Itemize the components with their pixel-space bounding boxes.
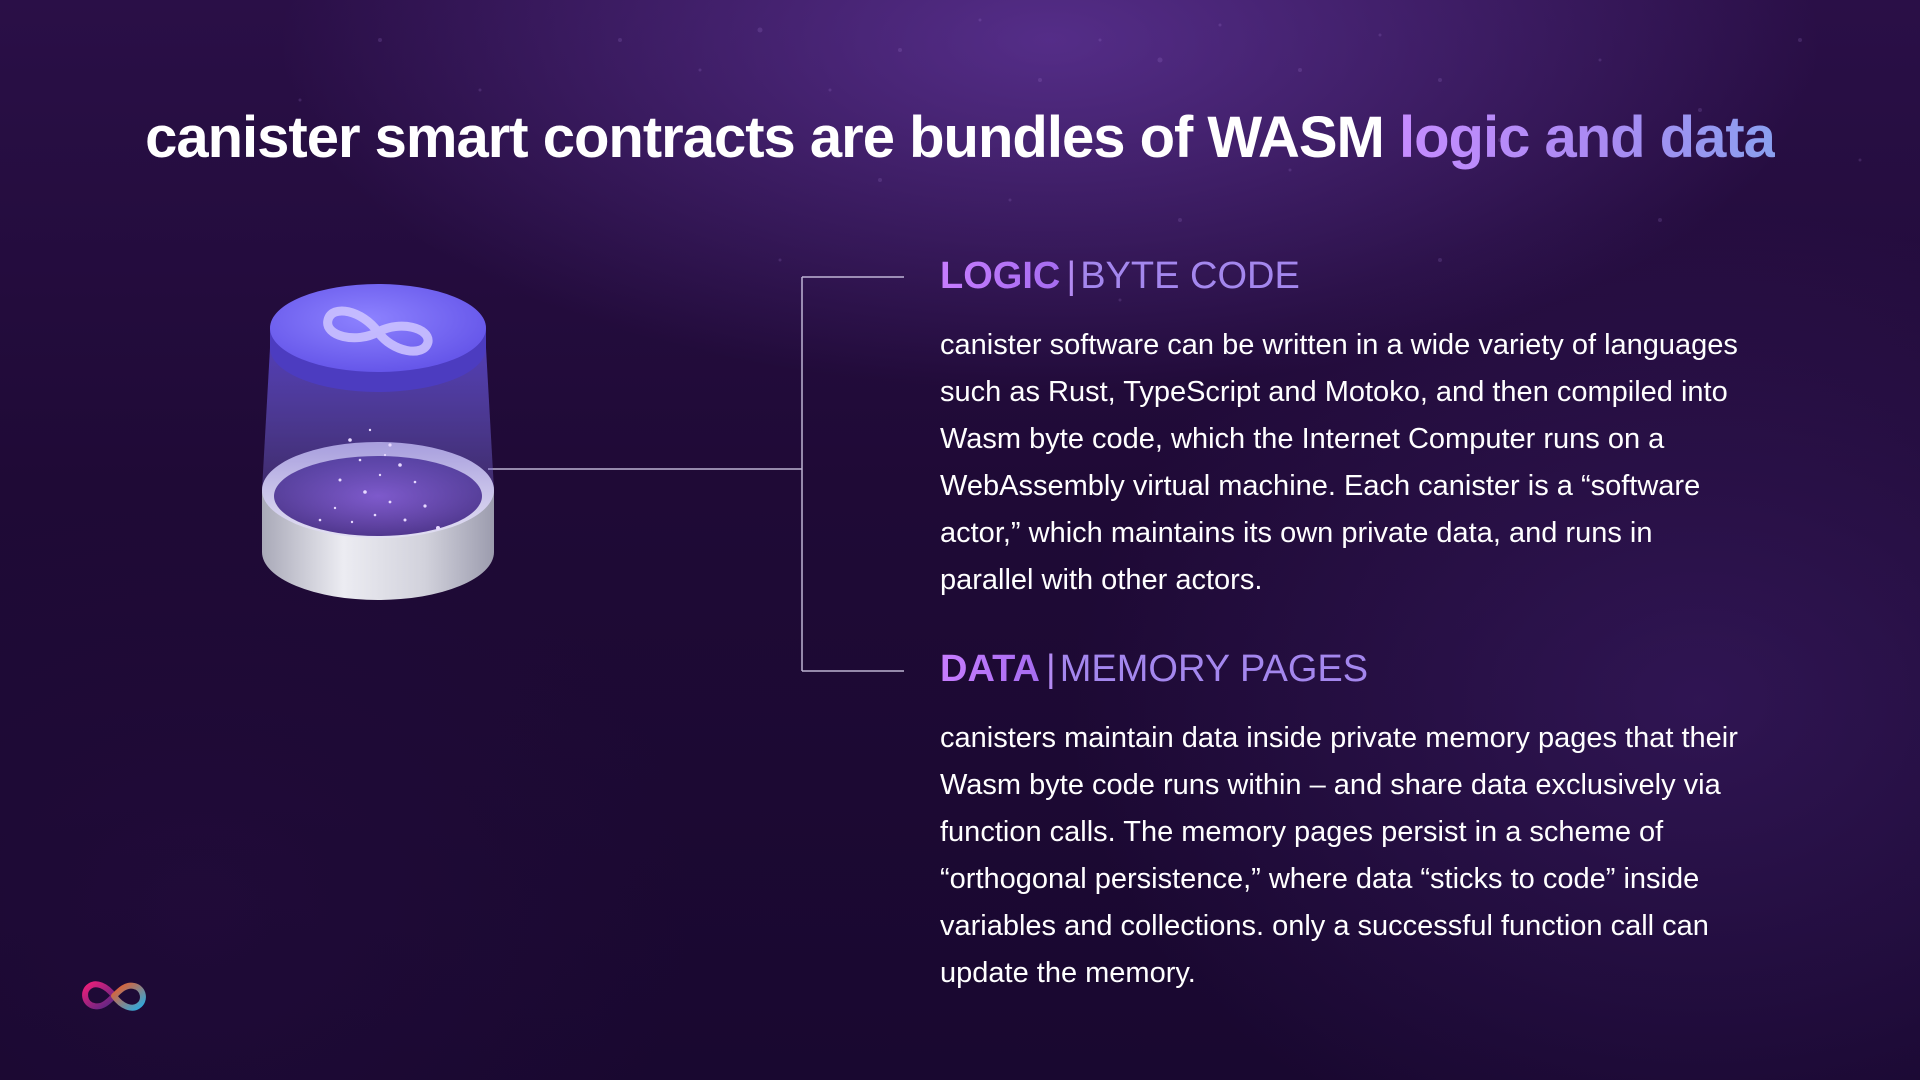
logic-section: LOGIC|BYTE CODE canister software can be… bbox=[940, 248, 1740, 604]
logic-heading-subtitle: BYTE CODE bbox=[1080, 255, 1300, 297]
title-main: canister smart contracts are bundles of … bbox=[145, 105, 1399, 170]
logic-body: canister software can be written in a wi… bbox=[940, 329, 1738, 596]
data-section: DATA|MEMORY PAGES canisters maintain dat… bbox=[940, 641, 1740, 997]
data-heading: DATA|MEMORY PAGES bbox=[940, 641, 1740, 697]
logic-heading: LOGIC|BYTE CODE bbox=[940, 248, 1740, 304]
data-body: canisters maintain data inside private m… bbox=[940, 722, 1738, 989]
data-heading-title: DATA bbox=[940, 648, 1040, 690]
internet-computer-logo-icon bbox=[82, 981, 146, 1011]
title-accent: logic and data bbox=[1398, 105, 1776, 170]
data-heading-subtitle: MEMORY PAGES bbox=[1059, 648, 1369, 690]
data-heading-separator: | bbox=[1045, 648, 1056, 690]
logic-heading-title: LOGIC bbox=[940, 255, 1061, 297]
logic-heading-separator: | bbox=[1066, 255, 1077, 297]
infinity-icon bbox=[323, 306, 433, 356]
canister-icon bbox=[262, 284, 494, 600]
slide-title: canister smart contracts are bundles of … bbox=[0, 104, 1920, 171]
